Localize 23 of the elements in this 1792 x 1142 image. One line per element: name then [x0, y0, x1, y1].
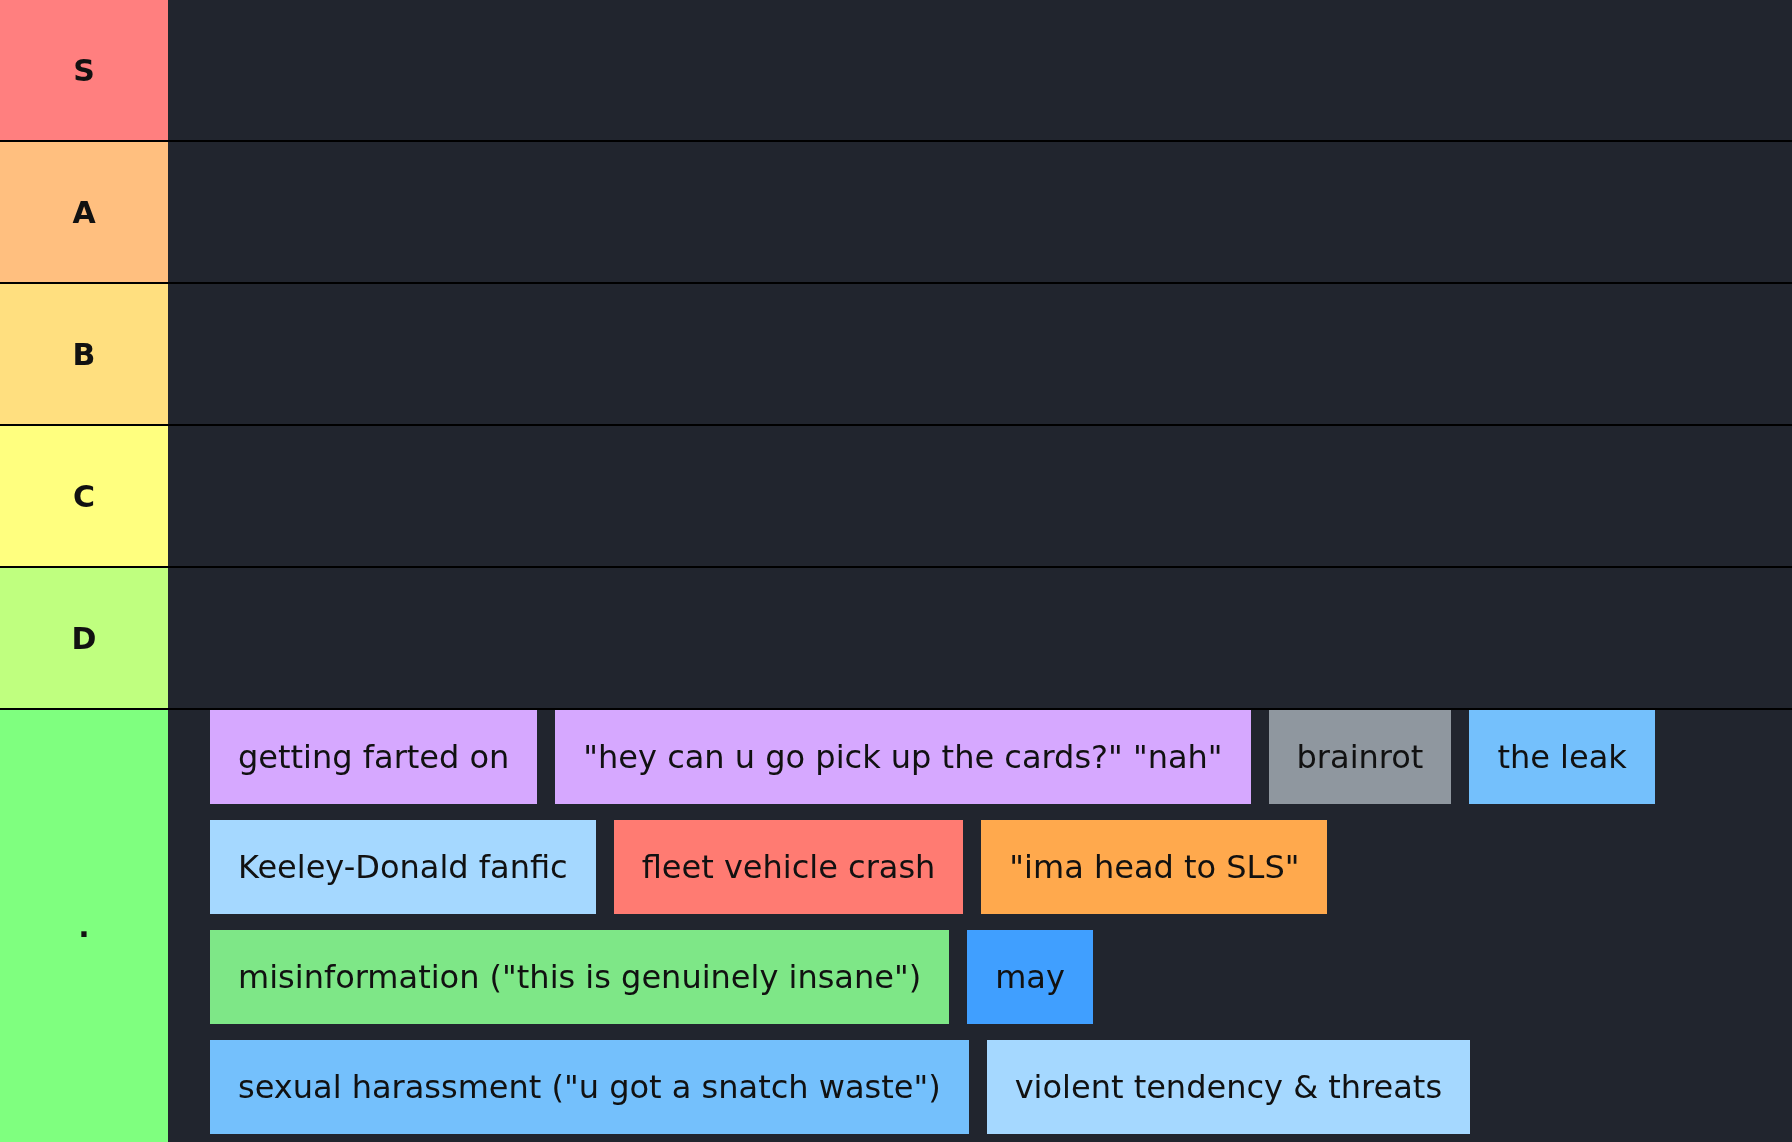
tier-row — [0, 142, 1792, 284]
tier-label: B — [72, 336, 96, 372]
tier-row — [0, 568, 1792, 710]
tier-label: C — [73, 478, 95, 514]
tier-label: . — [78, 908, 90, 944]
item-card: "hey can u go pick up the cards?" "nah" — [555, 710, 1251, 804]
item-card: getting farted on — [210, 710, 538, 804]
item-card: misinformation ("this is genuinely insane") — [210, 930, 950, 1024]
tier-label: D — [71, 620, 97, 656]
tier-label: A — [72, 194, 96, 230]
item-card: violent tendency & threats — [986, 1040, 1471, 1134]
item-card: brainrot — [1268, 710, 1452, 804]
item-card: Keeley-Donald fanfic — [210, 820, 596, 914]
item-card: "ima head to SLS" — [981, 820, 1328, 914]
tier-row — [0, 426, 1792, 568]
item-card: may — [967, 930, 1093, 1024]
item-card: the leak — [1469, 710, 1655, 804]
item-card: sexual harassment ("u got a snatch waste") — [210, 1040, 969, 1134]
tier-row — [0, 710, 1792, 1142]
item-card: fleet vehicle crash — [613, 820, 964, 914]
tier-label: S — [73, 52, 95, 88]
tier-row — [0, 0, 1792, 142]
tier-row — [0, 284, 1792, 426]
